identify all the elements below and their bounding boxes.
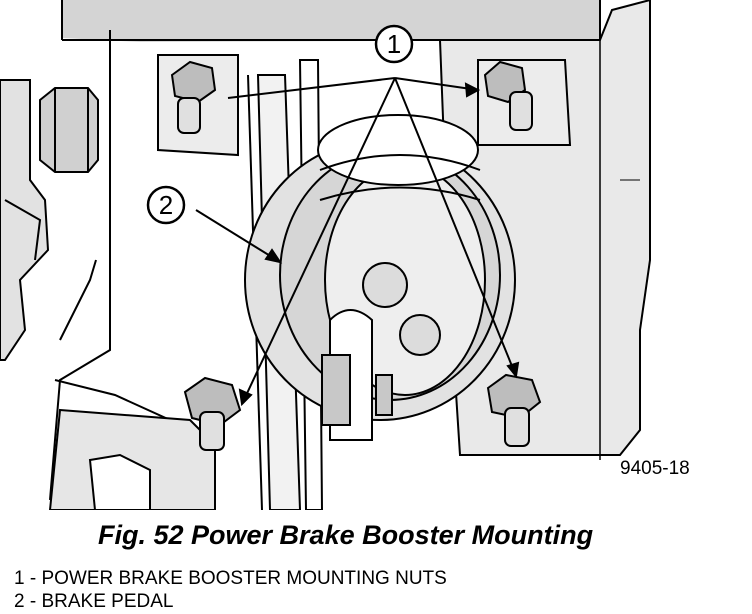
- brake-booster-diagram: 1 2: [0, 0, 651, 510]
- bottom-left-plate: [48, 408, 216, 510]
- legend-item: 2 - BRAKE PEDAL: [14, 591, 174, 612]
- mounting-nut-bottom-left: [183, 376, 242, 451]
- loose-nut: [39, 87, 99, 173]
- mounting-nut-top-left: [170, 60, 217, 134]
- figure-id: 9405-18: [620, 458, 690, 479]
- pedal-clevis: [321, 354, 393, 426]
- callout-1-label: 1: [387, 29, 401, 59]
- top-panel: [61, 0, 601, 42]
- callout-1-leaders: [227, 77, 520, 407]
- left-wall: [0, 30, 196, 501]
- callout-2-leader: [195, 209, 283, 264]
- callout-2-label: 2: [159, 190, 173, 220]
- callout-1: 1: [374, 24, 414, 64]
- mounting-nut-top-right: [483, 60, 533, 131]
- legend-item: 1 - POWER BRAKE BOOSTER MOUNTING NUTS: [14, 568, 447, 589]
- figure-caption: Fig. 52 Power Brake Booster Mounting: [98, 520, 594, 550]
- mounting-nut-bottom-right: [486, 373, 542, 447]
- legend: 1 - POWER BRAKE BOOSTER MOUNTING NUTS 2 …: [14, 567, 447, 613]
- callout-2: 2: [146, 185, 186, 225]
